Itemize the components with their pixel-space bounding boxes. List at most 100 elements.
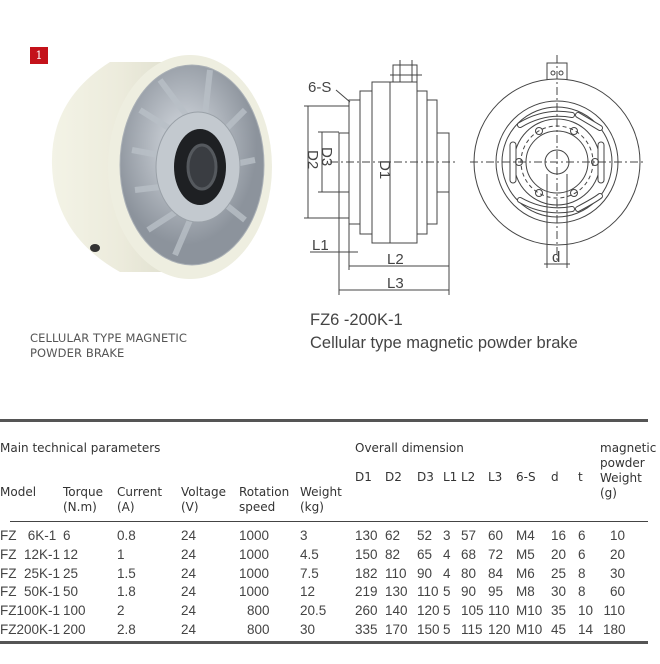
column-header-line: D1 xyxy=(355,470,372,484)
table-cell: 1.8 xyxy=(117,584,136,600)
table-cell: 6 xyxy=(63,528,71,543)
table-cell: FZ 12K-1 xyxy=(0,546,61,562)
column-header-line: Torque xyxy=(63,485,103,499)
table-cell: 105 xyxy=(461,603,484,619)
table-cell: 30 xyxy=(300,622,316,637)
column-header-line: magnetic xyxy=(600,441,657,455)
table-cell: M10 xyxy=(516,603,543,619)
column-header-line: Weight xyxy=(300,485,342,499)
column-header: L3 xyxy=(488,470,502,485)
table-cell: 5 xyxy=(443,622,451,637)
table-cell: 115 xyxy=(461,622,483,637)
table-cell: 800 xyxy=(247,603,270,619)
model-range: FZ6 -200K-1 xyxy=(310,311,403,329)
table-cell: 8 xyxy=(578,565,586,581)
table-cell: 20 xyxy=(551,546,567,562)
front-view xyxy=(470,55,645,268)
table-cell: 1000 xyxy=(239,584,270,600)
table-cell: 4.5 xyxy=(300,546,319,562)
table-cell: FZ 6K-1 xyxy=(0,528,57,543)
table-cell: 10 xyxy=(609,528,625,543)
table-cell: 16 xyxy=(551,528,567,543)
table-cell: 80 xyxy=(461,565,477,581)
column-header: Model xyxy=(0,485,36,500)
table-cell: 110 xyxy=(488,603,510,619)
table-cell: 90 xyxy=(417,565,433,581)
table-cell: 35 xyxy=(551,603,567,619)
table-cell: 1000 xyxy=(239,546,270,562)
table-cell: 68 xyxy=(461,546,477,562)
table-cell: 95 xyxy=(488,584,504,600)
table-cell: 8 xyxy=(578,584,586,600)
column-header: D3 xyxy=(417,470,434,485)
table-cell: M6 xyxy=(516,565,535,581)
drawing-description: Cellular type magnetic powder brake xyxy=(310,334,578,352)
label-l3: L3 xyxy=(387,275,404,292)
technical-drawing: 6-S L1 L2 L3 D3 D2 D1 xyxy=(304,55,645,295)
column-header: 6-S xyxy=(516,470,536,485)
table-cell: 60 xyxy=(488,528,504,543)
table-cell: 120 xyxy=(488,622,511,637)
table-cell: 90 xyxy=(461,584,477,600)
table-cell: 800 xyxy=(247,622,270,637)
table-cell: 200 xyxy=(63,622,86,637)
table-cell: 72 xyxy=(488,546,504,562)
column-header: Torque(N.m) xyxy=(63,485,103,515)
overall-dimension-title: Overall dimension xyxy=(355,441,464,455)
column-header-line: (A) xyxy=(117,500,135,514)
table-cell: 14 xyxy=(578,622,594,637)
column-header-line: Voltage xyxy=(181,485,227,499)
table-cell: 52 xyxy=(417,528,433,543)
table-cell: 0.8 xyxy=(117,528,136,543)
table-cell: 20 xyxy=(609,546,625,562)
column-header: D1 xyxy=(355,470,372,485)
column-header-line: L2 xyxy=(461,470,476,484)
table-cell: FZ 50K-1 xyxy=(0,584,61,600)
table-cell: FZ 25K-1 xyxy=(0,565,61,581)
table-bottom-rule xyxy=(0,641,648,644)
table-cell: M8 xyxy=(516,584,535,600)
table-cell: 150 xyxy=(417,622,440,637)
label-l2: L2 xyxy=(387,251,404,268)
table-cell: 3 xyxy=(300,528,308,543)
table-cell: 10 xyxy=(578,603,594,619)
table-cell: 1000 xyxy=(239,528,270,543)
table-cell: 30 xyxy=(551,584,567,600)
column-header-line: Current xyxy=(117,485,163,499)
table-cell: FZ100K-1 xyxy=(0,603,61,619)
table-cell: M5 xyxy=(516,546,535,562)
column-header-line: Weight xyxy=(600,471,642,485)
table-cell: 150 xyxy=(355,546,378,562)
table-cell: 260 xyxy=(355,603,378,619)
table-cell: 110 xyxy=(417,584,439,600)
table-cell: 219 xyxy=(355,584,378,600)
column-header-line: L3 xyxy=(488,470,503,484)
table-cell: 65 xyxy=(417,546,433,562)
column-header-line: L1 xyxy=(443,470,458,484)
column-header-line: t xyxy=(578,470,583,484)
table-cell: 3 xyxy=(443,528,451,543)
table-cell: M4 xyxy=(516,528,535,543)
table-cell: 130 xyxy=(385,584,408,600)
table-cell: 30 xyxy=(609,565,625,581)
table-cell: 82 xyxy=(385,546,401,562)
table-cell: 12 xyxy=(300,584,316,600)
table-cell: 182 xyxy=(355,565,378,581)
table-cell: 7.5 xyxy=(300,565,319,581)
table-cell: FZ200K-1 xyxy=(0,622,61,637)
column-header-line: d xyxy=(551,470,559,484)
column-header: t xyxy=(578,470,583,485)
table-cell: 25 xyxy=(63,565,79,581)
table-cell: 45 xyxy=(551,622,567,637)
column-header-line: Model xyxy=(0,485,37,499)
table-title: Main technical parameters xyxy=(0,441,161,455)
table-cell: 62 xyxy=(385,528,401,543)
table-cell: 50 xyxy=(63,584,79,600)
column-header-line: powder xyxy=(600,456,645,470)
table-cell: 24 xyxy=(181,603,197,619)
table-cell: 24 xyxy=(181,528,197,543)
table-cell: 170 xyxy=(385,622,408,637)
